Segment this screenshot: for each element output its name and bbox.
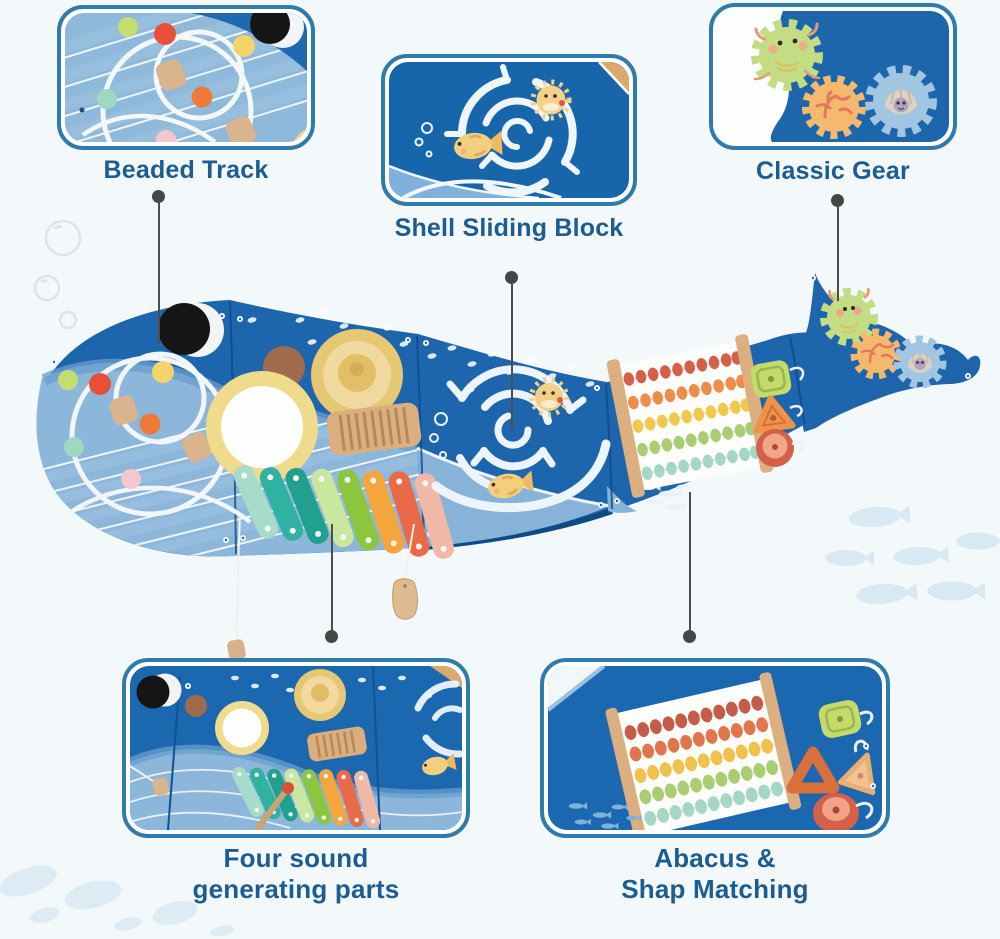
label-beaded-track: Beaded Track <box>103 156 269 184</box>
shape-blocks-closeup <box>786 700 876 830</box>
bubble-trail <box>0 865 234 937</box>
label-four-sound-line1: Four sound <box>223 843 369 873</box>
callout-dot-classic-gear <box>831 194 844 207</box>
abacus-closeup <box>605 672 802 830</box>
callout-line-abacus <box>689 492 691 631</box>
label-shell-sliding-block: Shell Sliding Block <box>394 214 624 242</box>
callout-dot-beaded-track <box>152 190 165 203</box>
bead-and-string <box>130 765 169 796</box>
label-abacus-shape-line2: Shap Matching <box>621 874 809 904</box>
callout-line-beaded-track <box>158 203 160 343</box>
label-classic-gear: Classic Gear <box>756 157 910 185</box>
label-abacus-shape-line1: Abacus & <box>654 843 776 873</box>
fish-block <box>454 130 503 160</box>
xylophone-closeup <box>232 767 381 830</box>
label-four-sound-line2: generating parts <box>192 874 400 904</box>
callout-dot-abacus <box>683 630 696 643</box>
label-abacus-shape: Abacus & Shap Matching <box>540 843 890 905</box>
hanging-bead-string <box>227 514 246 661</box>
label-four-sound: Four sound generating parts <box>122 843 470 905</box>
fish-slider <box>488 470 534 499</box>
inset-four-sound <box>122 658 470 838</box>
inset-abacus-shape <box>540 658 890 838</box>
fish-block-small <box>422 753 457 776</box>
coral-gear <box>802 75 866 139</box>
callout-line-classic-gear <box>837 207 839 301</box>
callout-dot-shell-sliding <box>505 271 518 284</box>
fish-school <box>825 504 1000 606</box>
four-sound-closeup <box>130 666 462 830</box>
inset-classic-gear <box>709 3 957 150</box>
classic-gear-closeup <box>717 11 949 142</box>
callout-line-four-sound <box>331 524 333 631</box>
shape-matching-blocks <box>750 360 805 467</box>
shell-sliding-maze <box>429 365 611 513</box>
shell-gear <box>865 65 937 137</box>
hanging-mallet <box>392 523 418 620</box>
inset-beaded-track <box>57 5 315 150</box>
mirror <box>206 371 318 483</box>
whale-eye <box>158 303 224 357</box>
crab-gear <box>751 19 823 91</box>
gear-set <box>820 287 947 389</box>
xylophone <box>233 465 455 559</box>
cymbal <box>311 329 403 421</box>
callout-dot-four-sound <box>325 630 338 643</box>
guiro-scraper <box>326 402 422 456</box>
shell-gear <box>893 335 947 389</box>
bubbles <box>33 219 82 330</box>
beaded-track-closeup <box>65 13 307 142</box>
inset-shell-sliding-block <box>381 54 637 206</box>
shell-sliding-closeup <box>389 62 629 198</box>
crab-gear <box>820 287 878 346</box>
abacus-shape-closeup <box>548 666 882 830</box>
puffer-fish-slider <box>529 377 569 417</box>
puffer-fish <box>530 79 572 121</box>
abacus <box>606 334 774 498</box>
callout-line-shell-sliding <box>511 284 513 430</box>
whale-body <box>36 287 947 661</box>
